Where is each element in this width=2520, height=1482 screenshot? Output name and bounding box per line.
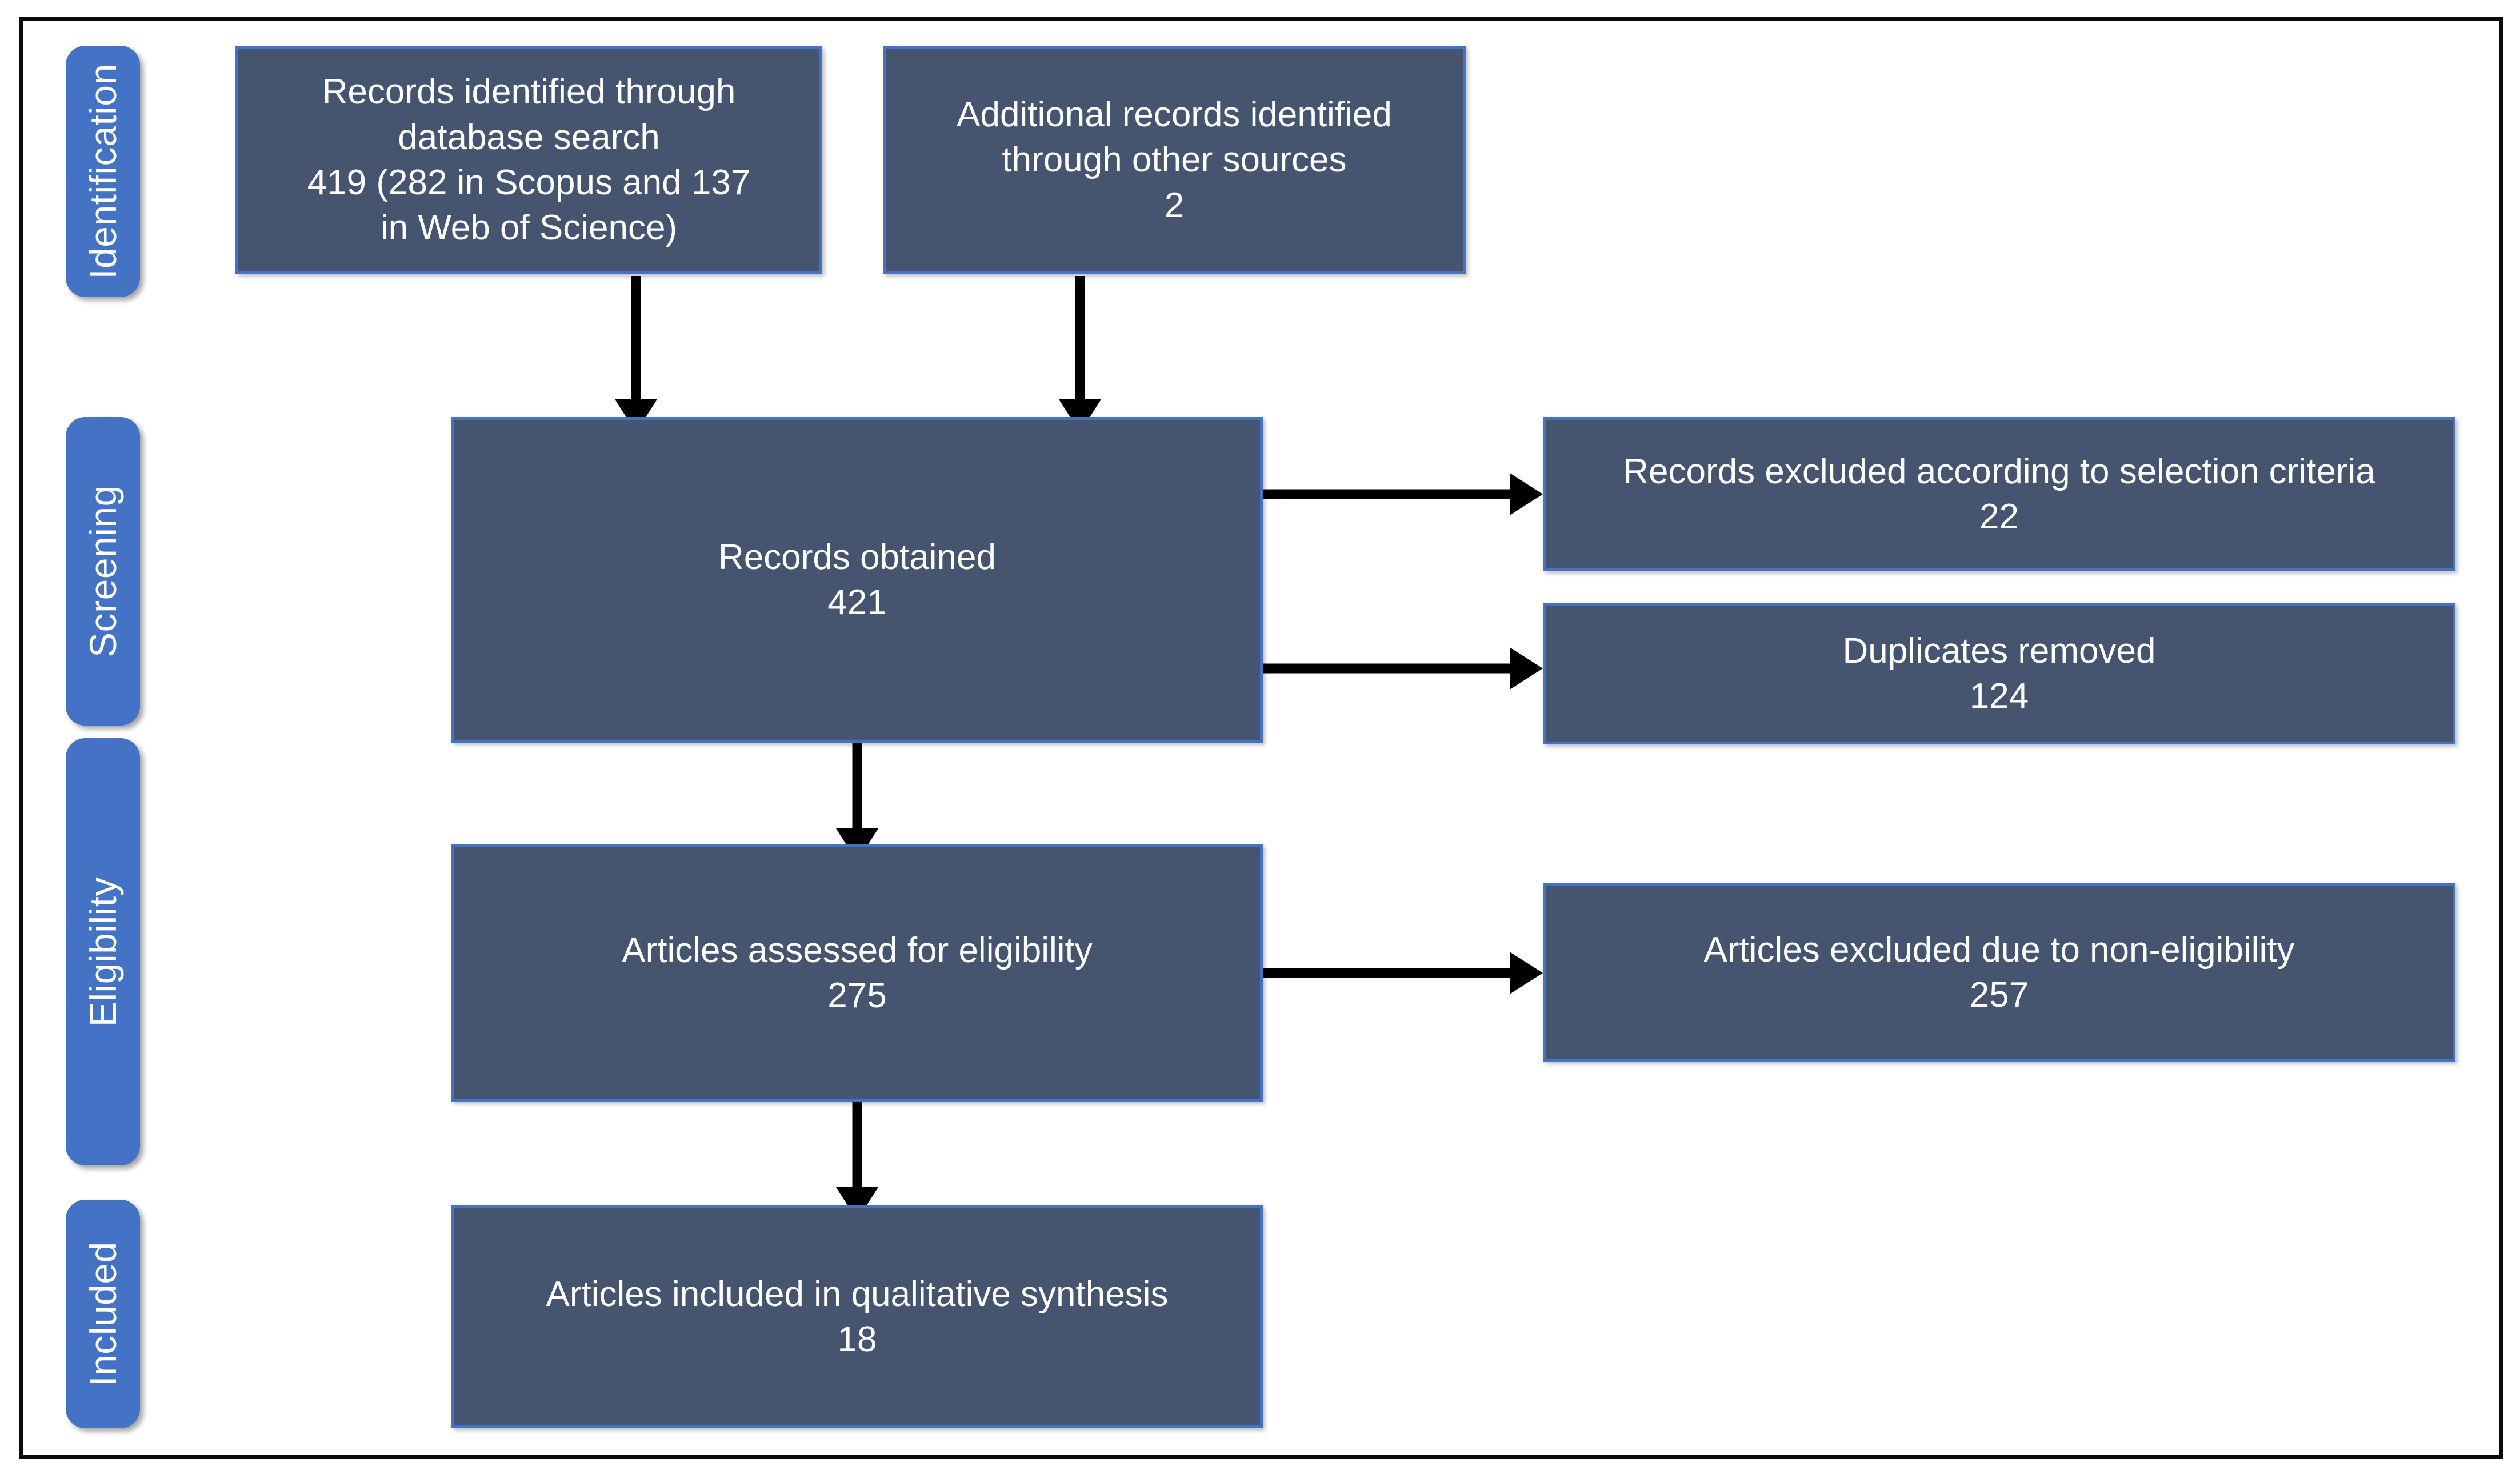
box-other-sources: Additional records identified through ot…: [883, 46, 1466, 274]
box-count: 124: [1969, 676, 2029, 716]
box-line: Articles included in qualitative synthes…: [546, 1274, 1169, 1314]
box-line: Records identified through: [322, 72, 736, 112]
stage-pill-included: Included: [66, 1200, 140, 1428]
box-line: Articles assessed for eligibility: [622, 930, 1093, 970]
box-line: Duplicates removed: [1842, 631, 2156, 671]
box-line: 419 (282 in Scopus and 137: [307, 163, 751, 202]
box-count: 257: [1969, 975, 2029, 1015]
box-count: 2: [1164, 185, 1185, 225]
box-line: Articles excluded due to non-eligibility: [1703, 930, 2295, 970]
stage-pill-screening: Screening: [66, 417, 140, 726]
box-line: Additional records identified: [957, 94, 1392, 134]
box-database-search: Records identified through database sear…: [235, 46, 822, 274]
stage-label-screening: Screening: [82, 485, 125, 658]
stage-pill-eligibility: Eligibility: [66, 738, 140, 1165]
stage-label-eligibility: Eligibility: [82, 876, 124, 1027]
box-line: in Web of Science): [380, 208, 678, 248]
box-included-synthesis: Articles included in qualitative synthes…: [451, 1205, 1263, 1428]
stage-label-identification: Identification: [82, 63, 125, 279]
box-records-obtained: Records obtained 421: [451, 417, 1263, 743]
box-line: Records obtained: [718, 537, 996, 577]
box-count: 421: [827, 583, 887, 622]
box-count: 275: [827, 976, 887, 1015]
box-line: database search: [398, 117, 660, 157]
box-count: 18: [837, 1320, 877, 1359]
box-count: 22: [1979, 497, 2019, 536]
stage-label-included: Included: [82, 1241, 124, 1387]
box-line: through other sources: [1002, 140, 1347, 180]
box-duplicates-removed: Duplicates removed 124: [1543, 603, 2455, 744]
box-assessed-eligibility: Articles assessed for eligibility 275: [451, 844, 1263, 1102]
box-articles-excluded: Articles excluded due to non-eligibility…: [1543, 883, 2455, 1062]
stage-pill-identification: Identification: [66, 46, 140, 297]
box-records-excluded: Records excluded according to selection …: [1543, 417, 2455, 571]
box-line: Records excluded according to selection …: [1623, 451, 2375, 491]
